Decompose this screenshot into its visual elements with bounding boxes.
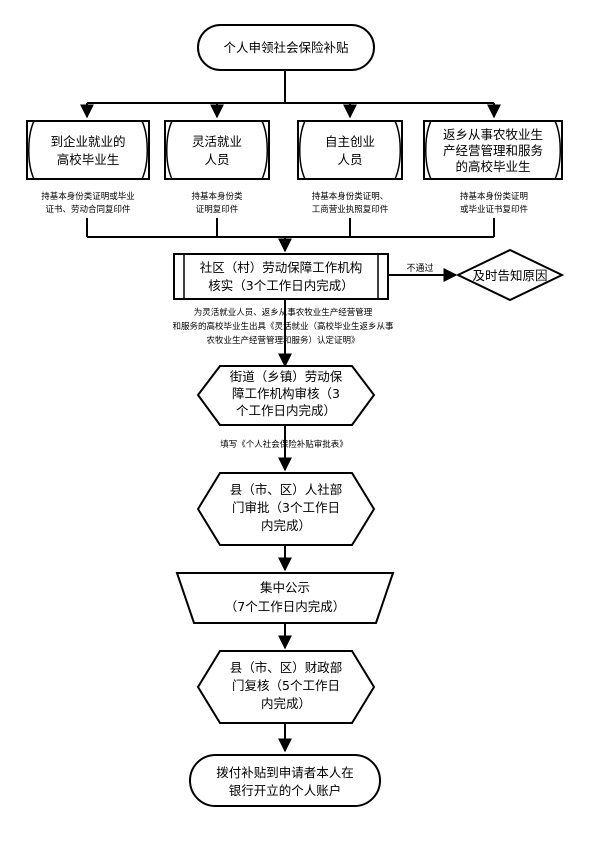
end-line-2: 银行开立的个人账户 xyxy=(229,783,342,798)
county-hr-line-3: 内完成） xyxy=(261,518,311,533)
county-hr-line-1: 县（市、区）人社部 xyxy=(230,482,343,497)
street-review-line-2: 障工作机构审核（3 xyxy=(232,386,340,401)
street-note-line-1: 为灵活就业人员、返乡从事农牧业生产经营管理 xyxy=(194,307,373,318)
doc-note-4-line-2: 或毕业证书复印件 xyxy=(460,204,529,215)
reject-label: 不通过 xyxy=(406,262,433,274)
publicity-line-2: （7个工作日内完成） xyxy=(225,599,345,614)
category-node-1: 到企业就业的 高校毕业生 xyxy=(26,120,150,180)
form-note: 填写《个人社会保险补贴审批表》 xyxy=(220,439,348,450)
notify-node: 及时告知原因 xyxy=(455,248,565,302)
category-node-3: 自主创业 人员 xyxy=(297,120,403,180)
end-line-1: 拨付补贴到申请者本人在 xyxy=(216,765,354,780)
category-node-4: 返乡从事农牧业生 产经营管理和服务 的高校毕业生 xyxy=(423,120,563,180)
street-review-line-1: 街道（乡镇）劳动保 xyxy=(230,369,343,384)
start-node: 个人申领社会保险补贴 xyxy=(197,24,375,71)
category-2-line-2: 人员 xyxy=(204,152,229,167)
end-node: 拨付补贴到申请者本人在 银行开立的个人账户 xyxy=(189,754,381,807)
doc-note-2-line-2: 证明复印件 xyxy=(196,204,239,215)
county-finance-line-1: 县（市、区）财政部 xyxy=(230,660,343,675)
category-1-line-1: 到企业就业的 xyxy=(50,134,125,149)
county-finance-line-3: 内完成） xyxy=(261,696,311,711)
publicity-line-1: 集中公示 xyxy=(260,580,310,595)
category-node-2: 灵活就业 人员 xyxy=(164,120,270,180)
category-4-line-2: 产经营管理和服务 xyxy=(443,143,543,158)
doc-note-3-line-1: 持基本身份类证明、 xyxy=(312,191,389,202)
doc-note-4-line-1: 持基本身份类证明 xyxy=(460,191,528,202)
category-4-line-1: 返乡从事农牧业生 xyxy=(443,127,543,142)
category-3-line-1: 自主创业 xyxy=(325,134,375,149)
category-1-line-2: 高校毕业生 xyxy=(57,152,120,167)
county-finance-node: 县（市、区）财政部 门复核（5个工作日 内完成） xyxy=(196,650,376,724)
street-note: 为灵活就业人员、返乡从事农牧业生产经营管理 和服务的高校毕业生出具《灵活就业（高… xyxy=(172,307,394,346)
category-2-line-1: 灵活就业 xyxy=(192,134,242,149)
connectors xyxy=(80,70,501,753)
street-note-line-2: 和服务的高校毕业生出具《灵活就业（高校毕业生返乡从事 xyxy=(172,321,394,332)
doc-note-3-line-2: 工商营业执照复印件 xyxy=(312,204,389,215)
notify-label: 及时告知原因 xyxy=(472,268,547,283)
community-review-line-2: 核实（3个工作日内完成） xyxy=(208,278,353,293)
street-review-line-3: 个工作日内完成） xyxy=(236,403,336,418)
publicity-node: 集中公示 （7个工作日内完成） xyxy=(175,572,395,624)
county-hr-node: 县（市、区）人社部 门审批（3个工作日 内完成） xyxy=(196,472,376,546)
category-3-line-2: 人员 xyxy=(337,152,362,167)
county-finance-line-2: 门复核（5个工作日 xyxy=(232,678,340,693)
street-note-line-3: 农牧业生产经营管理和服务）认定证明》 xyxy=(206,335,359,346)
category-doc-notes: 持基本身份类证明或毕业 证书、劳动合同复印件 持基本身份类 证明复印件 持基本身… xyxy=(41,191,528,215)
start-label: 个人申领社会保险补贴 xyxy=(223,40,348,55)
doc-note-1-line-2: 证书、劳动合同复印件 xyxy=(45,204,131,215)
community-review-line-1: 社区（村）劳动保障工作机构 xyxy=(200,260,363,275)
doc-note-1-line-1: 持基本身份类证明或毕业 xyxy=(41,191,135,202)
doc-note-2-line-1: 持基本身份类 xyxy=(191,191,243,202)
community-review-node: 社区（村）劳动保障工作机构 核实（3个工作日内完成） xyxy=(173,253,389,300)
category-4-line-3: 的高校毕业生 xyxy=(455,159,530,174)
county-hr-line-2: 门审批（3个工作日 xyxy=(232,500,340,515)
street-review-node: 街道（乡镇）劳动保 障工作机构审核（3 个工作日内完成） xyxy=(196,365,376,426)
